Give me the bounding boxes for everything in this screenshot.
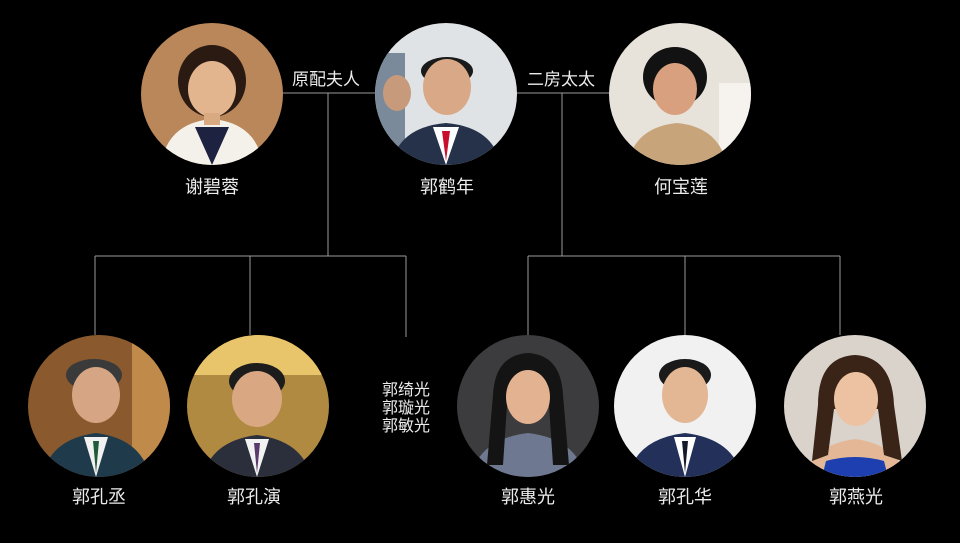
portrait-photo-woman-icon (784, 335, 926, 477)
name-father: 郭鹤年 (420, 177, 474, 198)
name-child-1: 郭孔丞 (72, 487, 126, 508)
portrait-child-2 (187, 335, 329, 477)
portrait-child-4 (614, 335, 756, 477)
name-child-2: 郭孔演 (227, 487, 281, 508)
daughter-name: 郭璇光 (381, 398, 430, 417)
relation-label-second-wife: 二房太太 (527, 70, 595, 90)
portrait-photo-woman-icon (457, 335, 599, 477)
portrait-photo-man-icon (375, 23, 517, 165)
portrait-child-1 (28, 335, 170, 477)
portrait-first-wife (141, 23, 283, 165)
portrait-child-3 (457, 335, 599, 477)
name-second-wife: 何宝莲 (654, 177, 708, 198)
daughter-name: 郭敏光 (381, 416, 430, 435)
portrait-photo-man-icon (28, 335, 170, 477)
portrait-child-5 (784, 335, 926, 477)
portrait-photo-woman-icon (609, 23, 751, 165)
name-child-4: 郭孔华 (658, 487, 712, 508)
portrait-photo-man-icon (614, 335, 756, 477)
portrait-father (375, 23, 517, 165)
name-child-5: 郭燕光 (829, 487, 883, 508)
portrait-second-wife (609, 23, 751, 165)
relation-label-first-wife: 原配夫人 (292, 70, 360, 90)
portrait-photo-man-icon (187, 335, 329, 477)
name-child-3: 郭惠光 (501, 487, 555, 508)
portrait-photo-woman-icon (141, 23, 283, 165)
name-first-wife: 谢碧蓉 (185, 177, 239, 198)
daughters-list: 郭绮光 郭璇光 郭敏光 (366, 381, 446, 435)
daughter-name: 郭绮光 (381, 380, 430, 399)
